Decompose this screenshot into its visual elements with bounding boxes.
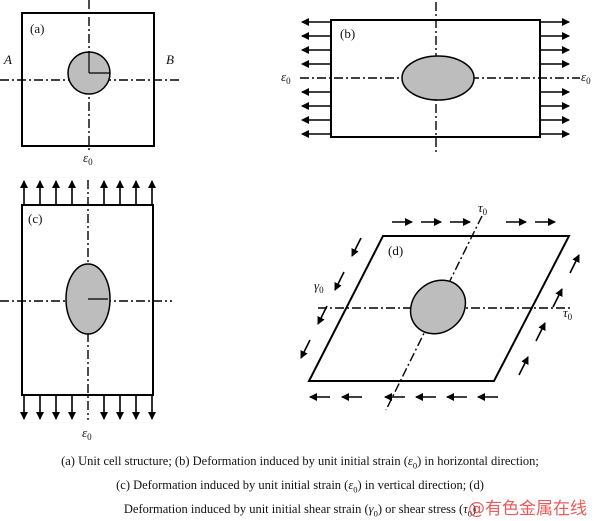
bottom-tension-arrows [20, 395, 156, 420]
right-shear-arrows [518, 254, 580, 376]
right-tension-arrows [540, 18, 570, 138]
watermark: @有色金属在线 [468, 499, 587, 519]
panel-c-label: (c) [28, 211, 42, 226]
top-tension-arrows [20, 180, 156, 205]
shear-stress-label-right: τ0 [563, 305, 573, 322]
sheared-cell-parallelogram [307, 235, 571, 382]
panel-b: (b) ε0 ε0 [281, 2, 591, 155]
panel-b-label: (b) [340, 26, 355, 41]
elongated-inclusion [401, 55, 475, 101]
sheared-inclusion [409, 279, 467, 335]
strain-label-c: ε0 [82, 425, 92, 442]
caption-line-1: (a) Unit cell structure; (b) Deformation… [61, 454, 539, 471]
caption-line-2: (c) Deformation induced by unit initial … [116, 478, 484, 495]
panel-a: (a) A B ε0 [0, 0, 180, 167]
point-a-label: A [3, 52, 12, 67]
point-b-label: B [166, 52, 174, 67]
strain-label-a: ε0 [83, 150, 93, 167]
panel-c: (c) ε0 [0, 180, 172, 442]
left-tension-arrows [301, 18, 331, 138]
strain-label-b-left: ε0 [281, 69, 291, 86]
panel-d: (d) τ0 τ0 γ0 [300, 200, 580, 411]
panel-a-label: (a) [30, 21, 44, 36]
caption-line-3: Deformation induced by unit initial shea… [123, 502, 477, 519]
panel-d-label: (d) [388, 243, 403, 258]
shear-stress-label-top: τ0 [478, 200, 488, 217]
strain-label-b-right: ε0 [581, 69, 591, 86]
shear-strain-label: γ0 [314, 278, 324, 295]
left-shear-arrows [300, 237, 362, 359]
